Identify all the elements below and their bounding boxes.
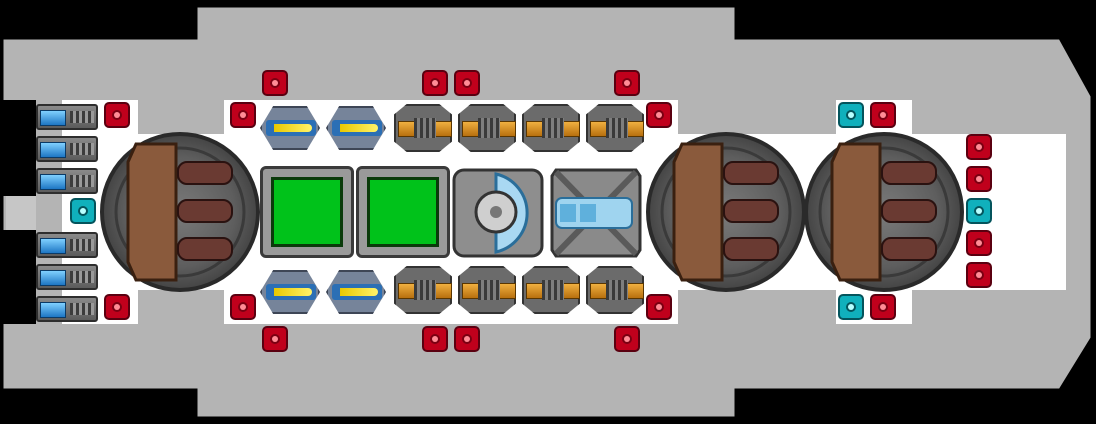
laser-weapon-icon bbox=[458, 266, 516, 314]
laser-weapon-icon bbox=[586, 104, 644, 152]
square-node-icon[interactable] bbox=[614, 326, 640, 352]
cannon-drum-left bbox=[100, 132, 260, 292]
square-node-icon[interactable] bbox=[838, 102, 864, 128]
square-node-icon[interactable] bbox=[262, 70, 288, 96]
engine-icon bbox=[550, 168, 642, 258]
square-node-icon[interactable] bbox=[454, 70, 480, 96]
square-node-icon[interactable] bbox=[870, 294, 896, 320]
square-node-icon[interactable] bbox=[104, 294, 130, 320]
laser-weapon-icon bbox=[586, 266, 644, 314]
square-node-icon[interactable] bbox=[230, 294, 256, 320]
missile-launcher-icon bbox=[260, 270, 320, 314]
cannon-drum-right bbox=[804, 132, 964, 292]
square-node-icon[interactable] bbox=[838, 294, 864, 320]
laser-weapon-icon bbox=[522, 104, 580, 152]
square-node-icon[interactable] bbox=[966, 198, 992, 224]
square-node-icon[interactable] bbox=[422, 70, 448, 96]
laser-weapon-icon bbox=[458, 104, 516, 152]
square-node-icon[interactable] bbox=[614, 70, 640, 96]
square-node-icon[interactable] bbox=[966, 166, 992, 192]
thruster-icon bbox=[36, 264, 98, 290]
square-node-icon[interactable] bbox=[230, 102, 256, 128]
thruster-icon bbox=[36, 168, 98, 194]
square-node-icon[interactable] bbox=[966, 230, 992, 256]
square-node-icon[interactable] bbox=[966, 134, 992, 160]
square-node-icon[interactable] bbox=[422, 326, 448, 352]
thruster-icon bbox=[36, 296, 98, 322]
laser-weapon-icon bbox=[522, 266, 580, 314]
laser-weapon-icon bbox=[394, 104, 452, 152]
missile-launcher-icon bbox=[260, 106, 320, 150]
square-node-icon[interactable] bbox=[646, 294, 672, 320]
oxygen-room-2 bbox=[356, 166, 450, 258]
square-node-icon[interactable] bbox=[646, 102, 672, 128]
square-node-icon[interactable] bbox=[70, 198, 96, 224]
square-node-icon[interactable] bbox=[454, 326, 480, 352]
square-node-icon[interactable] bbox=[870, 102, 896, 128]
oxygen-room-1 bbox=[260, 166, 354, 258]
missile-launcher-icon bbox=[326, 270, 386, 314]
square-node-icon[interactable] bbox=[966, 262, 992, 288]
missile-launcher-icon bbox=[326, 106, 386, 150]
oxygen-room-icon bbox=[271, 177, 343, 247]
oxygen-room-icon bbox=[367, 177, 439, 247]
shield-generator-icon bbox=[452, 168, 544, 258]
thruster-icon bbox=[36, 136, 98, 162]
square-node-icon[interactable] bbox=[104, 102, 130, 128]
thruster-icon bbox=[36, 104, 98, 130]
square-node-icon[interactable] bbox=[262, 326, 288, 352]
laser-weapon-icon bbox=[394, 266, 452, 314]
thruster-icon bbox=[36, 232, 98, 258]
cannon-drum-middle bbox=[646, 132, 806, 292]
